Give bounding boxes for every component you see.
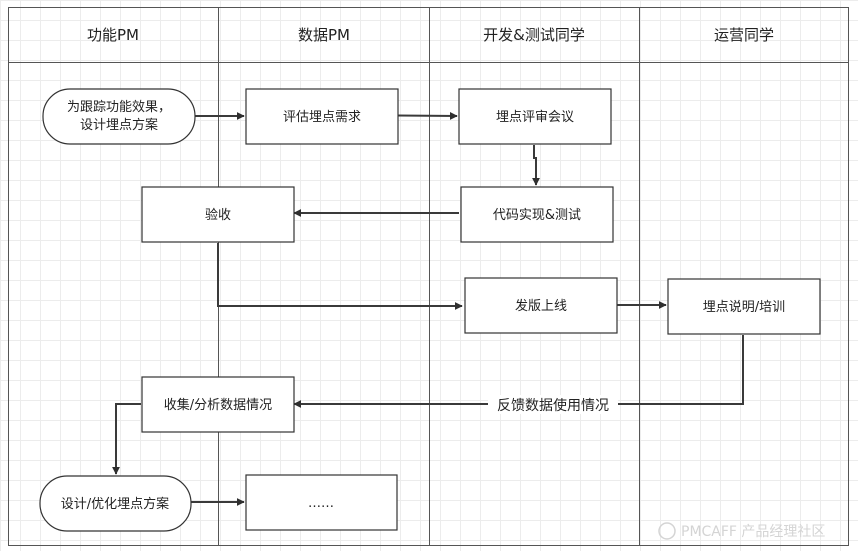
node-training: 埋点说明/培训	[667, 278, 821, 335]
node-review-label: 埋点评审会议	[496, 110, 574, 125]
lane-title-func-pm: 功能PM	[87, 26, 139, 44]
node-more: ……	[245, 474, 398, 531]
pmcaff-watermark: PMCAFF 产品经理社区	[658, 522, 825, 540]
edge-training-to-analyze	[293, 335, 744, 408]
node-start-line-2: 设计埋点方案	[80, 117, 158, 133]
edge-evaluate-to-review	[397, 111, 458, 120]
node-accept-label: 验收	[205, 207, 231, 223]
connectors	[112, 111, 744, 506]
feedback-label-backdrop	[488, 395, 618, 414]
lane-title-dev-test: 开发&测试同学	[483, 26, 585, 44]
node-accept: 验收	[141, 186, 295, 243]
node-more-label: ……	[308, 496, 334, 511]
node-start: 为跟踪功能效果， 设计埋点方案	[42, 88, 196, 145]
lane-title-ops: 运营同学	[714, 26, 774, 44]
pool-frame	[8, 7, 849, 546]
node-release-label: 发版上线	[515, 298, 567, 314]
lane-title-data-pm: 数据PM	[298, 26, 350, 44]
edge-analyze-to-optimize	[112, 403, 141, 475]
edge-review-to-implement	[532, 145, 540, 186]
node-review: 埋点评审会议	[458, 88, 612, 145]
node-training-label: 埋点说明/培训	[703, 299, 785, 315]
node-optimize: 设计/优化埋点方案	[39, 475, 192, 532]
pmcaff-logo-icon	[658, 522, 676, 540]
node-start-line-1: 为跟踪功能效果，	[67, 100, 171, 115]
node-release: 发版上线	[464, 277, 618, 334]
node-evaluate: 评估埋点需求	[245, 88, 399, 145]
node-implement: 代码实现&测试	[460, 186, 614, 243]
watermark-text: PMCAFF 产品经理社区	[681, 524, 825, 540]
node-optimize-label: 设计/优化埋点方案	[61, 496, 169, 512]
node-implement-label: 代码实现&测试	[493, 208, 581, 223]
edge-accept-to-release	[217, 243, 463, 310]
node-evaluate-label: 评估埋点需求	[283, 110, 361, 125]
node-analyze: 收集/分析数据情况	[141, 376, 295, 433]
feedback-edge-label: 反馈数据使用情况	[497, 397, 609, 414]
node-analyze-label: 收集/分析数据情况	[164, 397, 272, 413]
